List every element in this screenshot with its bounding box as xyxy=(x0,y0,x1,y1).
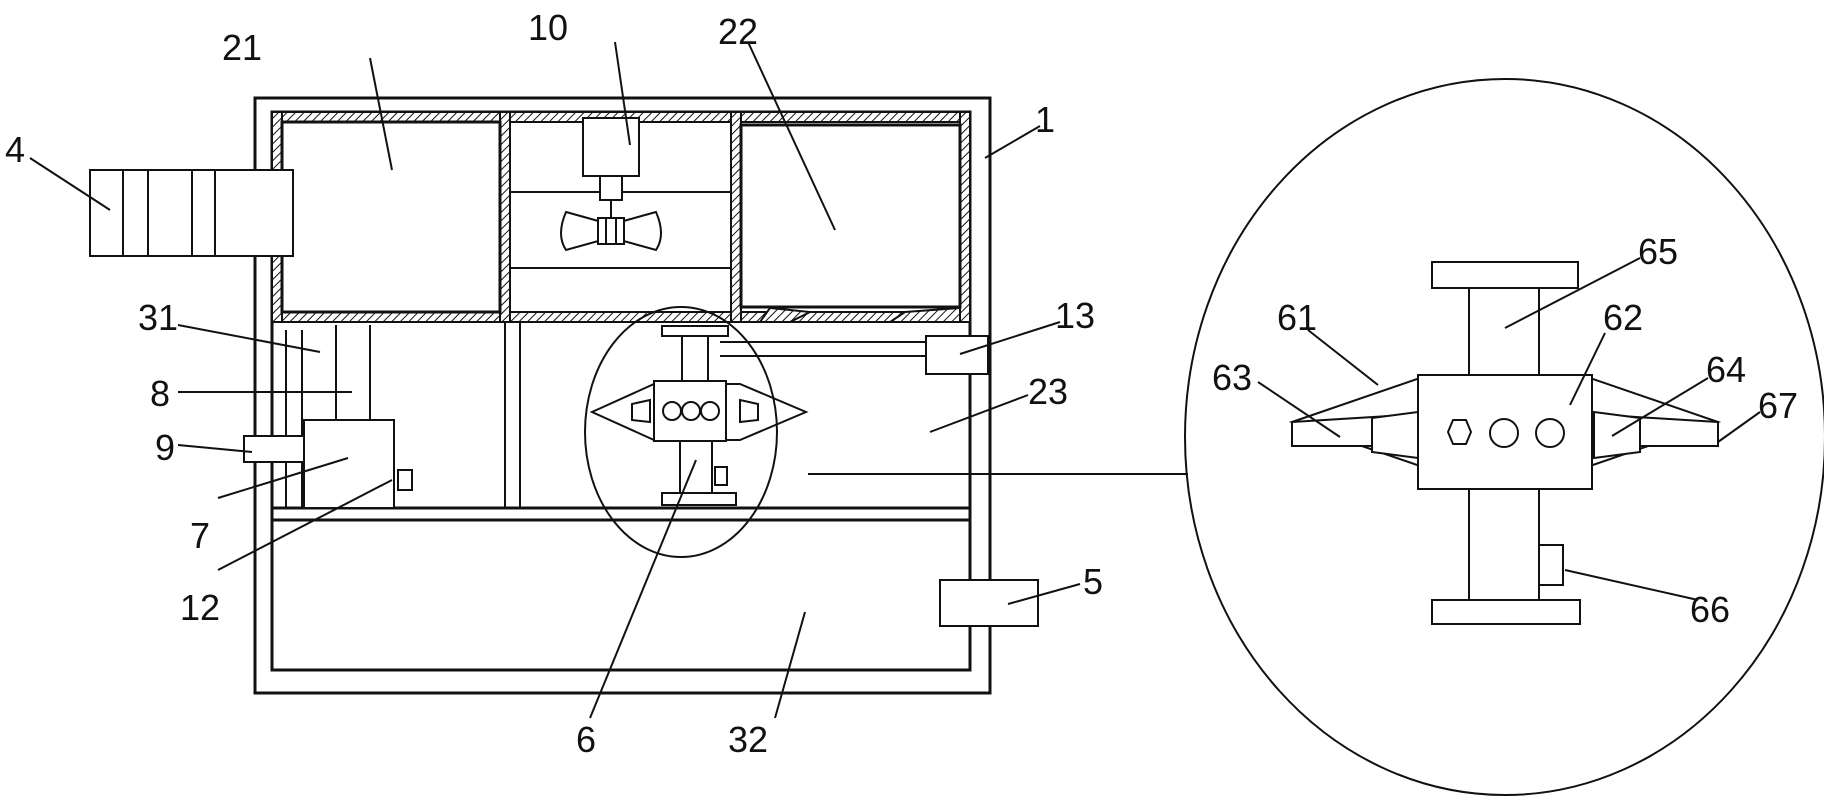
component-5 xyxy=(939,579,1039,627)
label-13: 13 xyxy=(1055,295,1095,336)
label-23: 23 xyxy=(1028,371,1068,412)
detail-view xyxy=(1184,78,1824,796)
wedge-64 xyxy=(1593,410,1641,460)
component-4 xyxy=(89,169,294,257)
label-12: 12 xyxy=(180,587,220,628)
detail-circle-small xyxy=(584,306,778,558)
top-plate xyxy=(1431,261,1579,289)
label-32: 32 xyxy=(728,719,768,760)
lower-left-section xyxy=(243,322,521,509)
hole-3 xyxy=(1535,418,1565,448)
chamber-21 xyxy=(280,120,502,314)
label-21: 21 xyxy=(222,27,262,68)
label-6: 6 xyxy=(576,719,596,760)
component-13 xyxy=(925,335,989,375)
chamber-22 xyxy=(739,123,962,309)
label-61: 61 xyxy=(1277,297,1317,338)
label-7: 7 xyxy=(190,515,210,556)
label-22: 22 xyxy=(718,11,758,52)
label-4: 4 xyxy=(5,129,25,170)
label-9: 9 xyxy=(155,427,175,468)
label-64: 64 xyxy=(1706,349,1746,390)
motor-10 xyxy=(582,117,640,177)
leader-lines xyxy=(29,41,1761,719)
label-5: 5 xyxy=(1083,561,1103,602)
label-63: 63 xyxy=(1212,357,1252,398)
labels: 21 10 22 1 4 31 8 9 7 12 13 23 5 6 32 65… xyxy=(5,7,1798,760)
bottom-plate xyxy=(1431,599,1581,625)
rod-65 xyxy=(1468,287,1540,385)
label-31: 31 xyxy=(138,297,178,338)
label-10: 10 xyxy=(528,7,568,48)
block-62 xyxy=(1417,374,1593,490)
label-1: 1 xyxy=(1035,99,1055,140)
detail-circle xyxy=(1184,78,1824,796)
label-65: 65 xyxy=(1638,231,1678,272)
rod-lower xyxy=(1468,488,1540,601)
fan-blade-right xyxy=(619,210,662,252)
hole-2 xyxy=(1489,418,1519,448)
label-67: 67 xyxy=(1758,385,1798,426)
lower-right-section xyxy=(720,335,989,375)
valve-9 xyxy=(243,435,305,463)
mechanism-6-small xyxy=(584,306,809,558)
sensor-66 xyxy=(1538,544,1564,586)
wedge-left xyxy=(1371,410,1419,460)
label-62: 62 xyxy=(1603,297,1643,338)
pump-7 xyxy=(303,419,395,509)
fan-blade-left xyxy=(560,210,603,252)
label-66: 66 xyxy=(1690,589,1730,630)
sensor-12 xyxy=(397,469,413,491)
motor-fan-section xyxy=(510,117,731,269)
hole-1 xyxy=(1446,419,1473,445)
label-8: 8 xyxy=(150,373,170,414)
